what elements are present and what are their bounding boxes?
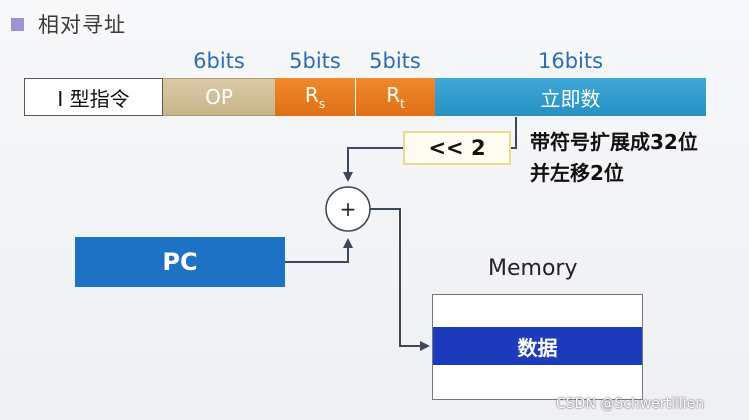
rs-subscript: s <box>318 97 326 111</box>
shift-left-box: << 2 <box>403 131 511 165</box>
adder-symbol: + <box>340 197 357 221</box>
imm-to-shift-wire <box>511 117 517 149</box>
watermark: CSDN @Schwertlilien <box>556 396 705 412</box>
immediate-field-label: 立即数 <box>540 86 601 111</box>
op-field-label: OP <box>205 85 233 109</box>
sign-extend-note: 带符号扩展成32位 并左移2位 <box>530 127 745 189</box>
note-line-1: 带符号扩展成32位 <box>530 130 698 154</box>
immediate-field: 立即数 <box>435 78 706 116</box>
memory-data-cell: 数据 <box>433 327 642 365</box>
title-bullet-icon <box>11 18 24 31</box>
op-bits-label: 6bits <box>193 49 245 73</box>
rs-field: Rs <box>275 78 355 116</box>
memory-data-label: 数据 <box>517 335 558 360</box>
pc-to-adder-wire <box>285 238 353 263</box>
instruction-type-field: I 型指令 <box>24 78 163 116</box>
memory-title: Memory <box>488 256 578 281</box>
adder-to-memory-wire <box>370 208 430 351</box>
shift-to-adder-wire <box>343 147 403 182</box>
imm-bits-label: 16bits <box>537 49 604 73</box>
pc-label: PC <box>162 248 198 276</box>
rs-main: R <box>304 83 319 107</box>
shift-left-label: << 2 <box>428 136 486 160</box>
op-field: OP <box>163 78 275 116</box>
pc-register-box: PC <box>75 237 285 287</box>
note-line-2: 并左移2位 <box>530 161 624 185</box>
adder-circle <box>325 186 371 232</box>
rs-field-label: Rs <box>305 83 325 111</box>
rt-bits-label: 5bits <box>369 49 421 73</box>
rt-field-label: Rt <box>386 83 405 111</box>
rt-main: R <box>386 83 401 107</box>
rt-field: Rt <box>355 78 435 116</box>
rs-bits-label: 5bits <box>289 49 341 73</box>
rt-subscript: t <box>400 97 405 111</box>
instruction-type-label: I 型指令 <box>57 86 130 111</box>
slide-title: 相对寻址 <box>38 13 126 37</box>
